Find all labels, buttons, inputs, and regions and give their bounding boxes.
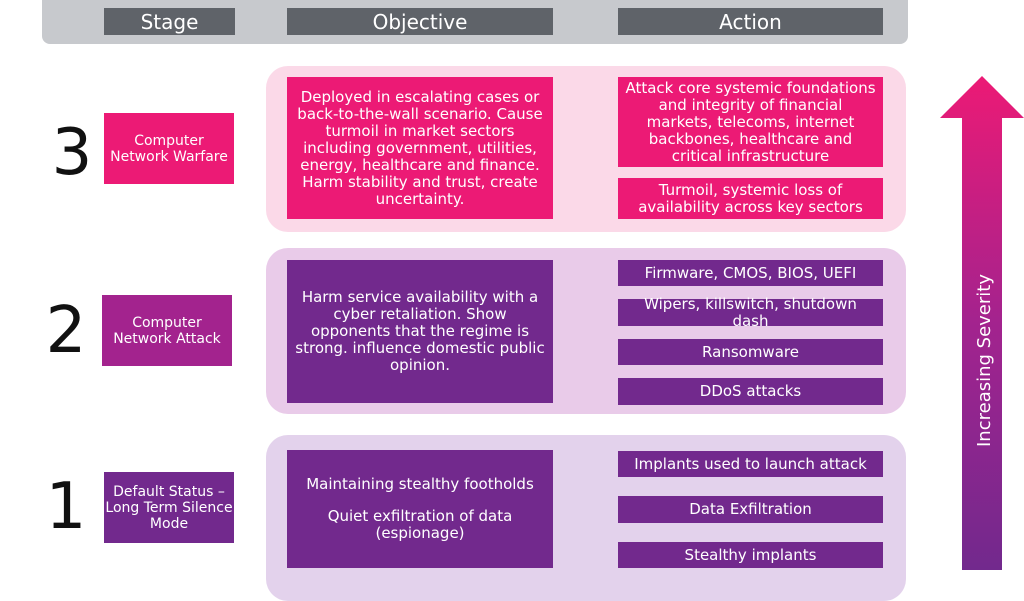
header-action: Action	[618, 8, 883, 35]
action-2-4: DDoS attacks	[618, 378, 883, 405]
severity-label-text: Increasing Severity	[973, 273, 995, 447]
action-3-2: Turmoil, systemic loss of availability a…	[618, 178, 883, 219]
action-3-1: Attack core systemic foundations and int…	[618, 77, 883, 167]
header-stage: Stage	[104, 8, 235, 35]
stage-label-1: Default Status – Long Term Silence Mode	[104, 472, 234, 543]
action-1-1: Implants used to launch attack	[618, 451, 883, 477]
objective-1-line-1: Maintaining stealthy footholds	[306, 475, 534, 493]
action-2-3: Ransomware	[618, 339, 883, 365]
action-2-1: Firmware, CMOS, BIOS, UEFI	[618, 260, 883, 286]
stage-number-2: 2	[45, 294, 87, 368]
objective-2: Harm service availability with a cyber r…	[287, 260, 553, 403]
objective-3: Deployed in escalating cases or back-to-…	[287, 77, 553, 219]
action-1-2: Data Exfiltration	[618, 496, 883, 523]
stage-label-2: Computer Network Attack	[102, 295, 232, 366]
action-1-3: Stealthy implants	[618, 542, 883, 568]
action-2-2: Wipers, killswitch, shutdown dash	[618, 295, 883, 329]
stage-label-3: Computer Network Warfare	[104, 113, 234, 184]
stage-number-3: 3	[51, 116, 93, 190]
header-objective: Objective	[287, 8, 553, 35]
severity-arrow-icon	[940, 76, 1024, 570]
stage-number-1: 1	[45, 470, 87, 544]
severity-label: Increasing Severity	[944, 260, 1024, 460]
objective-1: Maintaining stealthy footholds Quiet exf…	[287, 450, 553, 568]
objective-1-line-2: Quiet exfiltration of data (espionage)	[327, 507, 513, 542]
